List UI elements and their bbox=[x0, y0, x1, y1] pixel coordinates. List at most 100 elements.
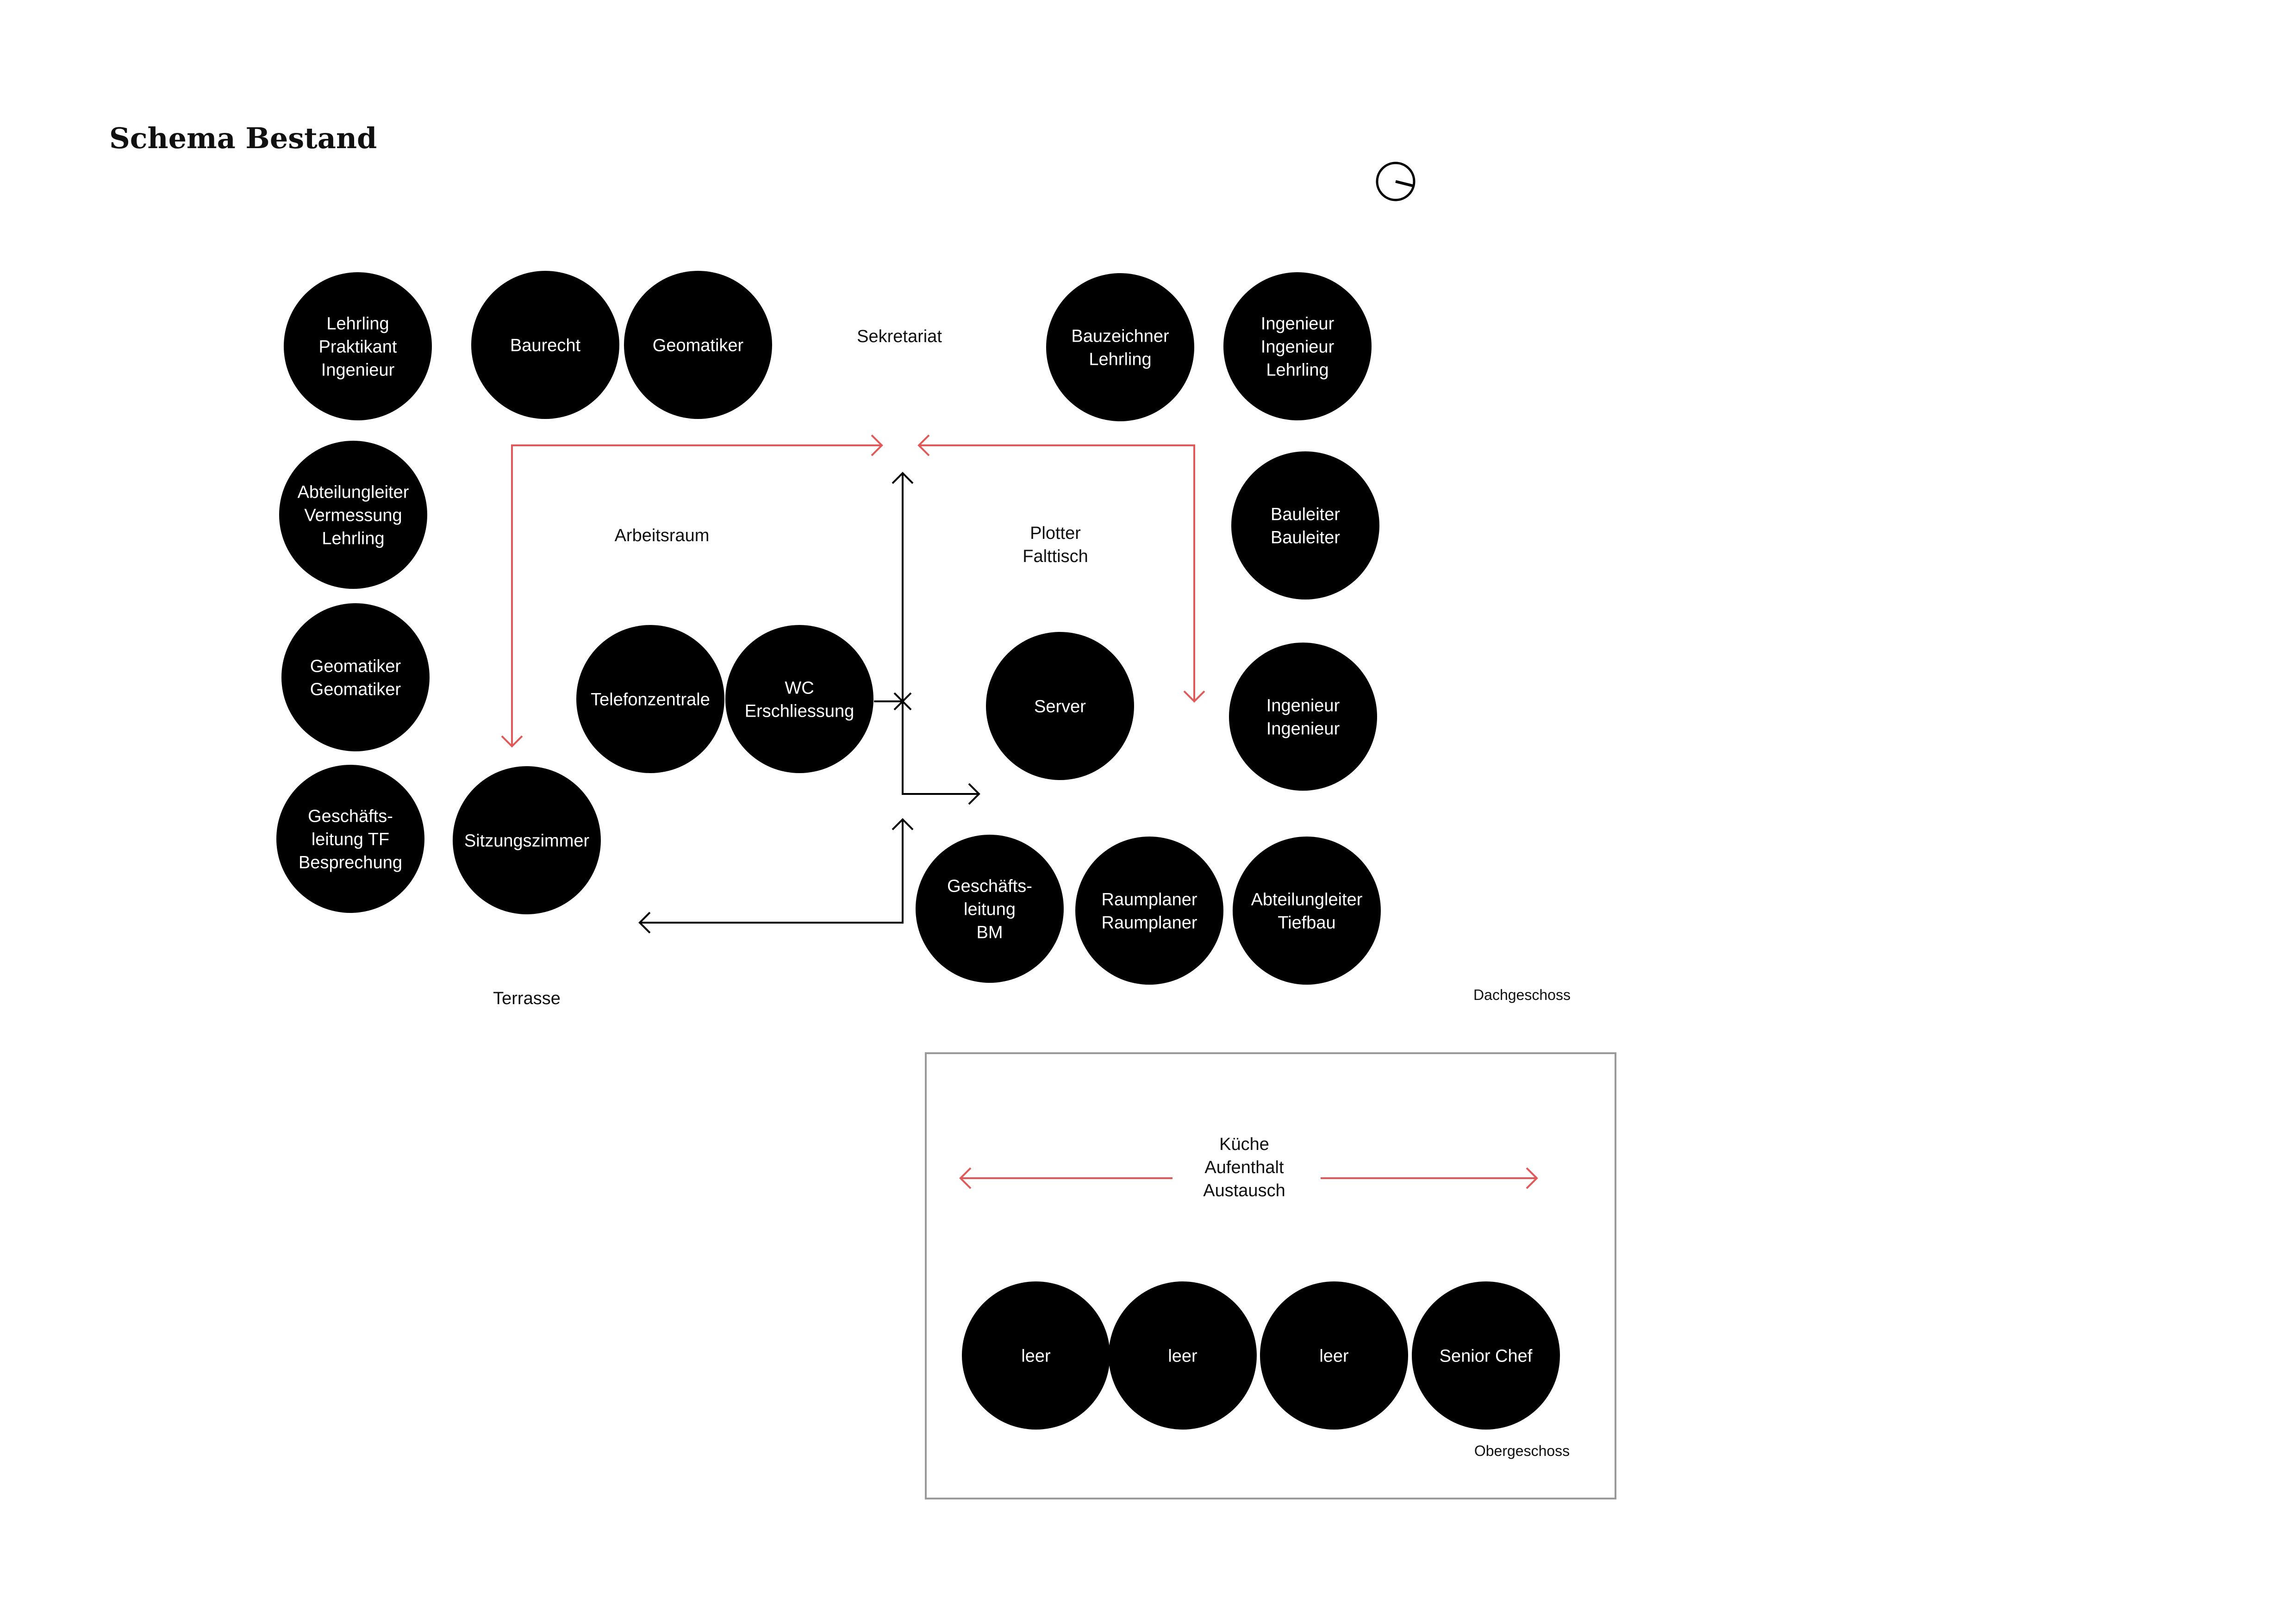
area-label-arbeitsraum: Arbeitsraum bbox=[615, 526, 710, 545]
room-label: Vermessung bbox=[304, 506, 402, 525]
room-circle bbox=[281, 603, 430, 751]
room-c9: Telefonzentrale bbox=[576, 625, 724, 773]
arrowhead-right-left bbox=[917, 434, 930, 456]
connectors bbox=[501, 434, 1538, 1189]
room-label: leer bbox=[1168, 1347, 1197, 1366]
room-circle bbox=[624, 271, 772, 419]
flow-path-left bbox=[511, 444, 882, 746]
room-label: Geomatiker bbox=[310, 680, 401, 700]
room-circle bbox=[471, 271, 619, 419]
room-c21: Senior Chef bbox=[1412, 1281, 1560, 1430]
area-label-terrasse: Terrasse bbox=[493, 989, 561, 1008]
room-label: Ingenieur bbox=[1261, 337, 1335, 357]
flow-path-right bbox=[919, 444, 1195, 701]
room-label: Geschäfts- bbox=[947, 877, 1032, 896]
arrowhead-terrace-left bbox=[638, 912, 651, 934]
arrowhead-main-up bbox=[892, 472, 914, 484]
room-circle bbox=[1229, 643, 1377, 791]
arrowhead-kitchen-right bbox=[1526, 1167, 1538, 1189]
room-circle bbox=[279, 441, 427, 589]
room-label: Geomatiker bbox=[653, 336, 744, 356]
room-label: Lehrling bbox=[322, 529, 384, 549]
room-circle bbox=[725, 625, 873, 773]
arrowhead-kitchen-left bbox=[959, 1167, 972, 1189]
room-label: Bauleiter bbox=[1271, 505, 1340, 525]
room-label: Bauzeichner bbox=[1071, 327, 1169, 346]
room-label: Lehrling bbox=[326, 314, 389, 334]
room-c14: Sitzungszimmer bbox=[453, 766, 601, 914]
room-label: Abteilungleiter bbox=[1251, 890, 1363, 910]
room-circle bbox=[916, 835, 1064, 983]
room-label: Besprechung bbox=[299, 853, 402, 873]
area-label-kueche: Austausch bbox=[1203, 1181, 1285, 1200]
room-circle bbox=[1223, 272, 1372, 420]
room-label: WC bbox=[785, 679, 814, 698]
area-label-sekretariat: Sekretariat bbox=[857, 327, 942, 346]
room-label: Erschliessung bbox=[745, 702, 854, 721]
room-label: Ingenieur bbox=[1266, 696, 1340, 716]
arrowhead-main-right bbox=[968, 783, 980, 805]
compass-ring bbox=[1376, 162, 1416, 201]
room-c18: leer bbox=[962, 1281, 1110, 1430]
room-circle bbox=[276, 765, 424, 913]
room-label: Geomatiker bbox=[310, 657, 401, 676]
room-label: Tiefbau bbox=[1278, 913, 1335, 933]
room-label: BM bbox=[977, 923, 1003, 943]
arrowhead-terrace-up bbox=[892, 818, 914, 831]
area-label-kueche: Küche bbox=[1219, 1135, 1269, 1154]
room-circle bbox=[1231, 451, 1379, 600]
area-label-plotter: Falttisch bbox=[1023, 547, 1088, 566]
area-label-kueche: Aufenthalt bbox=[1204, 1158, 1284, 1177]
corridor-terrace bbox=[640, 819, 904, 924]
room-label: Raumplaner bbox=[1102, 890, 1197, 910]
room-circle bbox=[1412, 1281, 1560, 1430]
room-label: Abteilungleiter bbox=[298, 483, 409, 502]
room-circle bbox=[576, 625, 724, 773]
arrowhead-left-right bbox=[871, 434, 883, 456]
room-c3: Geomatiker bbox=[624, 271, 772, 419]
obergeschoss-frame-group bbox=[925, 1052, 1616, 1499]
room-c11: Server bbox=[986, 632, 1134, 780]
room-label: Telefonzentrale bbox=[591, 690, 710, 710]
room-circle bbox=[1046, 273, 1194, 421]
obergeschoss-frame bbox=[925, 1052, 1616, 1499]
room-label: Ingenieur bbox=[1261, 314, 1335, 334]
room-label: leitung bbox=[964, 900, 1016, 919]
room-circle bbox=[986, 632, 1134, 780]
room-label: Ingenieur bbox=[1266, 719, 1340, 739]
room-label: Raumplaner bbox=[1102, 913, 1197, 933]
arrowhead-right-down bbox=[1183, 690, 1205, 703]
room-label: Praktikant bbox=[319, 337, 397, 357]
room-label: Ingenieur bbox=[321, 361, 395, 380]
compass-needle bbox=[1395, 180, 1415, 187]
floor-label-dachgeschoss: Dachgeschoss bbox=[1473, 987, 1571, 1003]
room-circle bbox=[1233, 837, 1381, 985]
room-circle bbox=[284, 272, 432, 420]
floor-label-obergeschoss: Obergeschoss bbox=[1474, 1443, 1570, 1459]
room-c2: Baurecht bbox=[471, 271, 619, 419]
room-label: leitung TF bbox=[312, 830, 389, 849]
room-circle bbox=[453, 766, 601, 914]
room-label: leer bbox=[1319, 1347, 1349, 1366]
room-label: leer bbox=[1021, 1347, 1051, 1366]
junction-cross bbox=[893, 692, 912, 711]
page-title: Schema Bestand bbox=[109, 121, 377, 155]
room-label: Lehrling bbox=[1266, 361, 1328, 380]
room-circle bbox=[1109, 1281, 1257, 1430]
room-circle bbox=[1075, 837, 1223, 985]
room-circle bbox=[962, 1281, 1110, 1430]
room-label: Sitzungszimmer bbox=[464, 831, 590, 851]
